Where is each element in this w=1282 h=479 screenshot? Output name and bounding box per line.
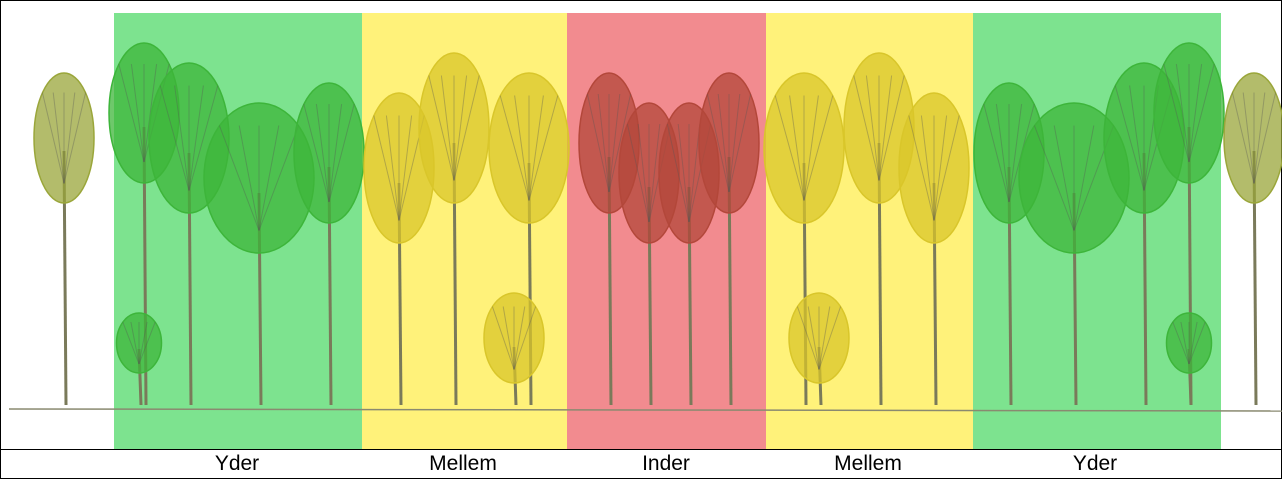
tree-edge — [34, 73, 94, 405]
label-middle-right: Mellem — [834, 452, 902, 476]
label-inner: Inder — [642, 452, 690, 476]
label-outer-right: Yder — [1073, 452, 1117, 476]
label-middle-left: Mellem — [429, 452, 497, 476]
zone-labels-row: Yder Mellem Inder Mellem Yder — [1, 450, 1281, 478]
forest-edge-illustration — [9, 13, 1282, 449]
label-outer-left: Yder — [215, 452, 259, 476]
tree-edge — [1224, 73, 1282, 405]
